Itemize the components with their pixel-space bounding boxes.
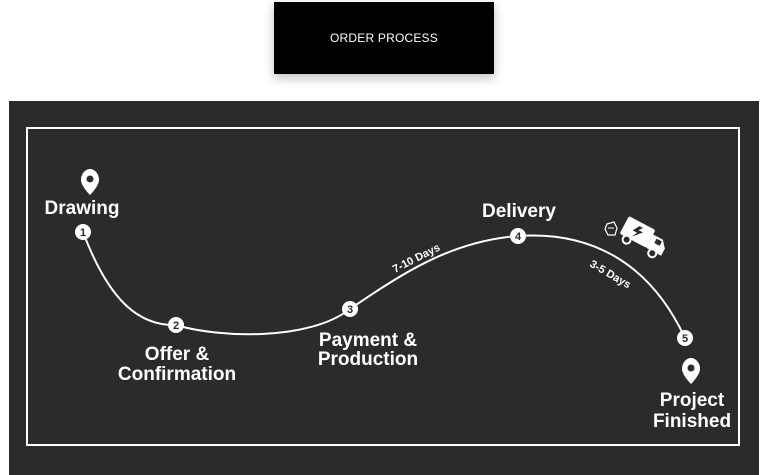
step-label-finished-line2: Finished <box>653 411 731 432</box>
location-pin-icon <box>81 169 99 195</box>
order-process-button[interactable]: ORDER PROCESS <box>274 2 494 74</box>
step-marker-3: 3 <box>342 301 358 317</box>
step-label-drawing: Drawing <box>45 198 120 219</box>
package-icon <box>604 221 618 236</box>
panel-frame <box>26 127 740 446</box>
process-diagram: 1 2 3 4 5 Drawing Offer & Confirmation P… <box>45 169 731 432</box>
step-number: 4 <box>515 231 522 243</box>
delivery-truck-icon <box>620 216 665 259</box>
step-label-finished-line1: Project <box>660 390 725 411</box>
step-marker-1: 1 <box>75 224 91 240</box>
step-number: 1 <box>80 227 86 239</box>
step-marker-2: 2 <box>168 317 184 333</box>
step-number: 2 <box>173 320 179 332</box>
step-marker-5: 5 <box>677 330 693 346</box>
step-label-delivery: Delivery <box>482 201 556 222</box>
location-pin-icon <box>682 358 700 384</box>
order-process-label: ORDER PROCESS <box>330 31 438 45</box>
order-process-panel: 1 2 3 4 5 Drawing Offer & Confirmation P… <box>9 101 759 475</box>
step-number: 5 <box>682 333 688 345</box>
step-number: 3 <box>347 304 353 316</box>
step-marker-4: 4 <box>510 228 526 244</box>
step-label-offer-line2: Confirmation <box>118 364 236 385</box>
step-label-offer-line1: Offer & <box>145 344 210 365</box>
step-label-payment-line2: Production <box>318 349 418 370</box>
step-label-payment-line1: Payment & <box>319 330 417 351</box>
